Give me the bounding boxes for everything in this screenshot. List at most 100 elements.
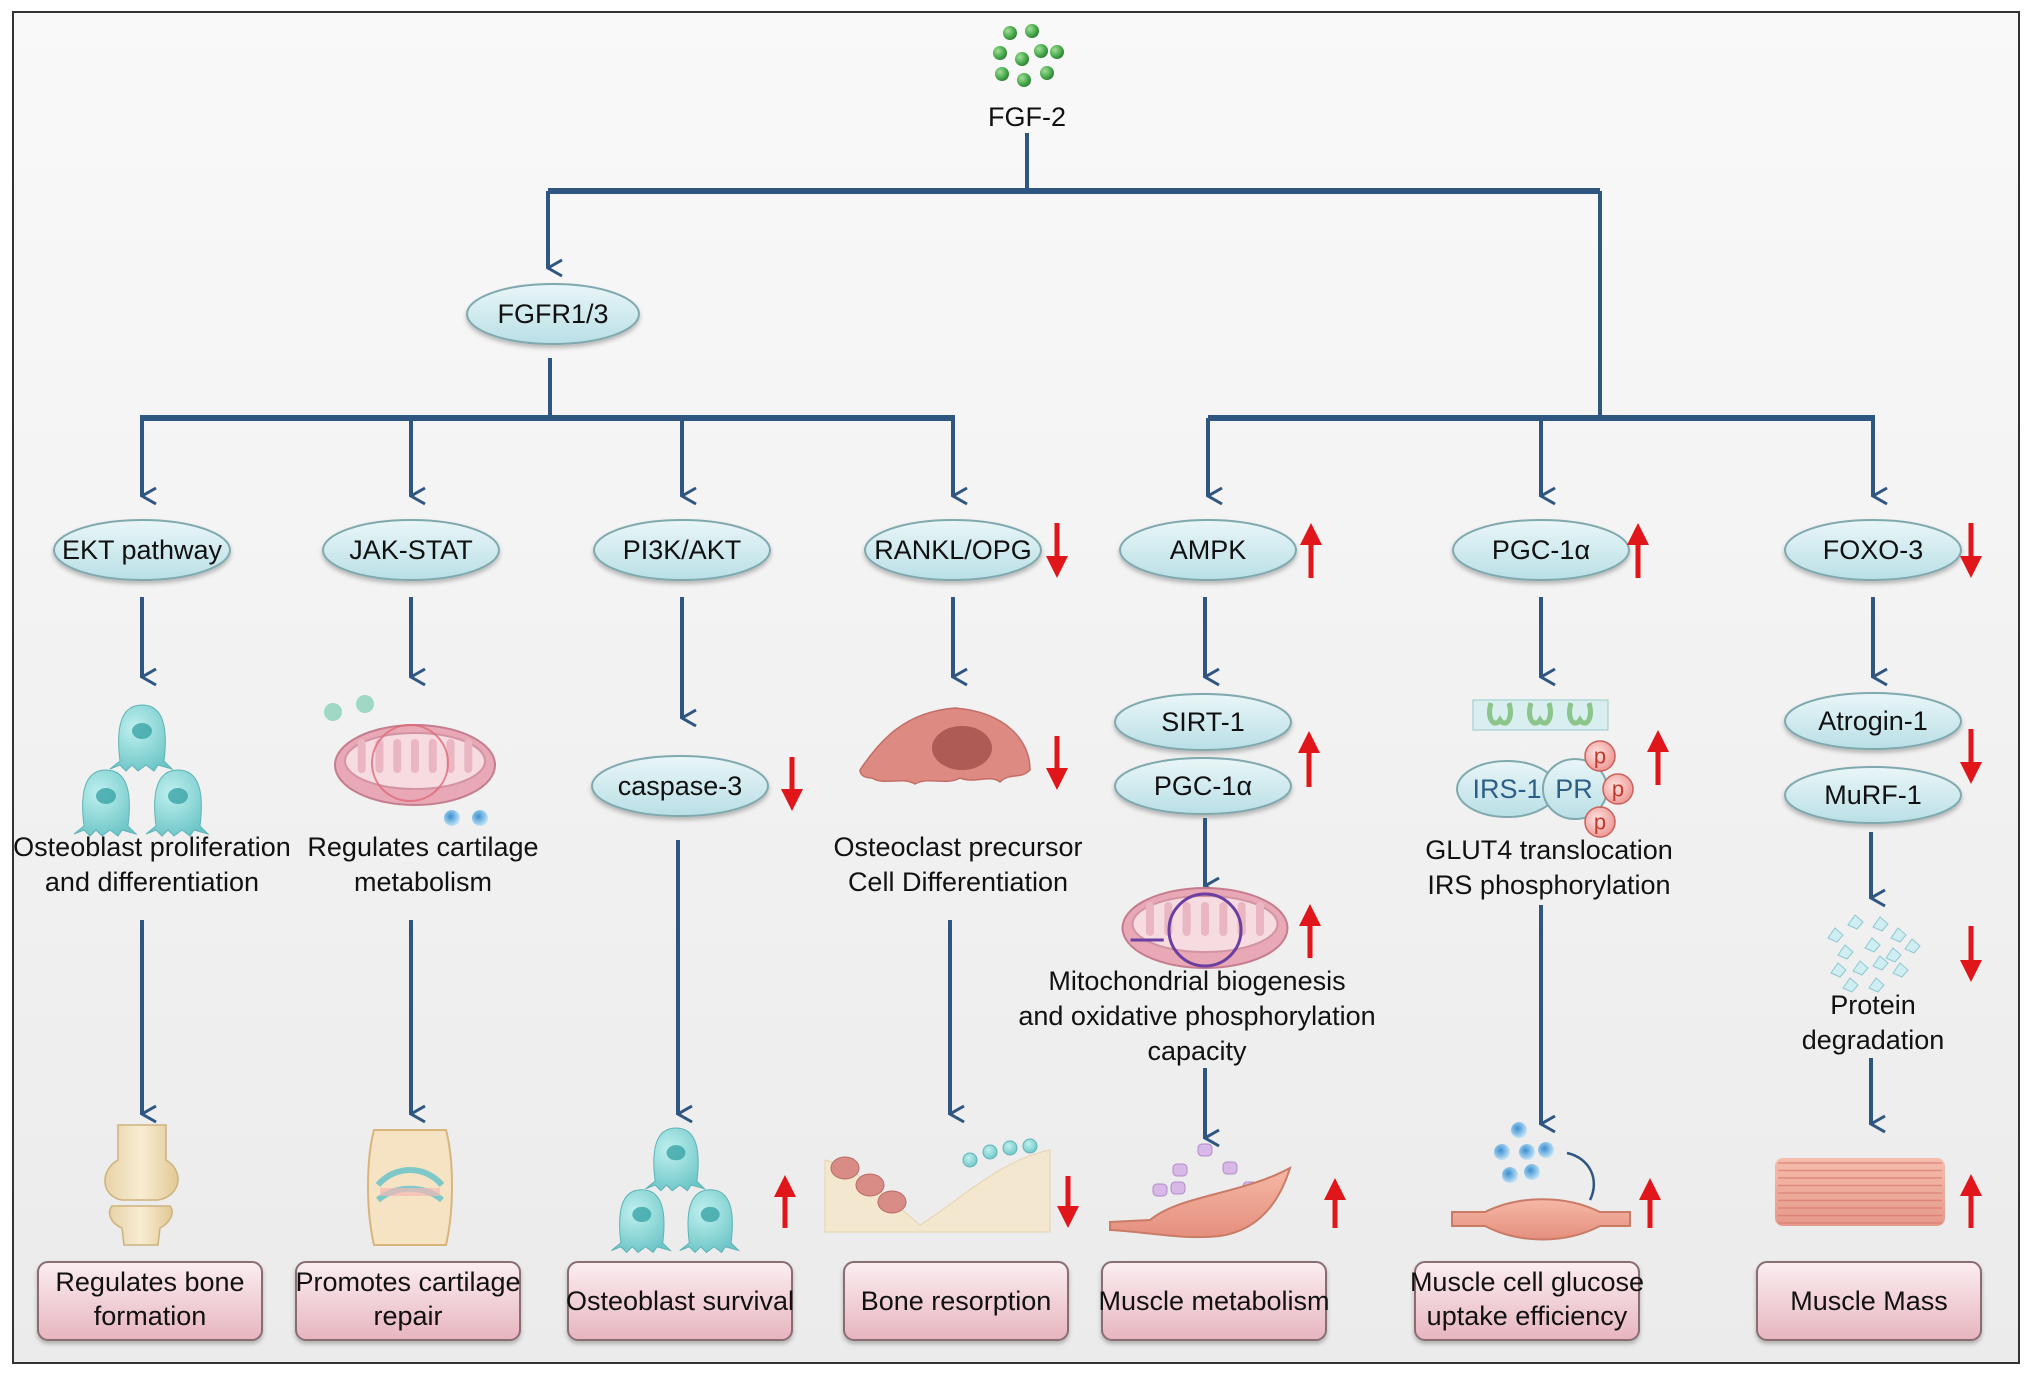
osteoblast-survival-cells-icon xyxy=(611,1127,741,1254)
outcome-label-line: Regulates bone xyxy=(55,1267,244,1297)
osteoclast xyxy=(830,1156,860,1180)
protein-fragment xyxy=(1827,927,1844,943)
glut4-transporter xyxy=(1527,702,1553,726)
node-label: EKT pathway xyxy=(62,535,223,565)
node-label: PI3K/AKT xyxy=(623,535,742,565)
arrow-head xyxy=(1627,523,1649,545)
phospho-circle xyxy=(1584,740,1616,772)
outcome-label-line: repair xyxy=(373,1301,442,1331)
description-line: metabolism xyxy=(354,867,492,897)
protein-degradation-down-arrow-icon xyxy=(1960,926,1982,982)
pathway-node-pgc[interactable]: PGC-1α xyxy=(1452,519,1630,581)
pathway-node-jak[interactable]: JAK-STAT xyxy=(322,519,500,581)
node-label: RANKL/OPG xyxy=(874,535,1032,565)
cartilage-top xyxy=(375,1167,445,1188)
intermediate-node-atrogin-1[interactable]: Atrogin-1 xyxy=(1784,692,1962,750)
pathway-node-ekt[interactable]: EKT pathway xyxy=(53,519,231,581)
arrow-head xyxy=(781,789,803,811)
glucose-molecule xyxy=(1524,1164,1540,1180)
bone-resorption-down-arrow-icon xyxy=(1057,1176,1079,1228)
phospho-label: p xyxy=(1594,810,1606,835)
outcome-box-bg xyxy=(1756,1261,1982,1341)
protein-fragment xyxy=(1830,962,1847,978)
protein-fragment xyxy=(1868,977,1885,993)
node-label: FOXO-3 xyxy=(1823,535,1924,565)
phospho-label: p xyxy=(1594,744,1606,769)
pathway-node-ampk[interactable]: AMPK xyxy=(1119,519,1297,581)
node-ellipse xyxy=(864,519,1042,581)
femur xyxy=(104,1124,179,1201)
description-line: degradation xyxy=(1802,1025,1945,1055)
fgf2-particle xyxy=(1017,73,1031,87)
node-label: PGC-1α xyxy=(1492,535,1590,565)
protein-fragment xyxy=(1864,937,1881,953)
glucose-molecule xyxy=(1519,1144,1535,1160)
mitochondrion-biogenesis-icon xyxy=(1121,887,1289,969)
node-down-arrow-icon xyxy=(1046,523,1068,578)
intermediate-node-murf-1[interactable]: MuRF-1 xyxy=(1784,766,1962,824)
outcome-label-line: uptake efficiency xyxy=(1427,1301,1628,1331)
mito-crista xyxy=(1182,902,1191,936)
pathway-node-rankl[interactable]: RANKL/OPG xyxy=(864,519,1042,581)
pathway-node-pi3k[interactable]: PI3K/AKT xyxy=(593,519,771,581)
glucose-molecule xyxy=(1538,1142,1554,1158)
fgf2-particle xyxy=(1040,66,1054,80)
node-ellipse xyxy=(593,519,771,581)
outcome-muscle-metabolism[interactable]: Muscle metabolism xyxy=(1098,1261,1330,1341)
particle xyxy=(324,703,342,721)
protein-fragment xyxy=(1837,944,1854,960)
intermediate-node-pgc-1a[interactable]: PGC-1α xyxy=(1114,757,1292,815)
fgf2-particle xyxy=(1015,52,1029,66)
outcome-label: Bone resorption xyxy=(861,1286,1052,1316)
muscle-metabolism-up-arrow-icon xyxy=(1324,1178,1346,1228)
osteoblast-small xyxy=(1002,1140,1018,1156)
pathway-node-foxo[interactable]: FOXO-3 xyxy=(1784,519,1962,581)
node-ellipse xyxy=(1114,757,1292,815)
node-ellipse xyxy=(1114,693,1292,751)
osteoclast-nucleus xyxy=(932,726,992,770)
arrow-head xyxy=(1299,904,1321,926)
osteoblast-nucleus xyxy=(632,1206,652,1223)
muscle-cell xyxy=(1109,1165,1292,1239)
fgf2-particle xyxy=(1050,45,1064,59)
node-label: AMPK xyxy=(1170,535,1247,565)
glucose-molecule xyxy=(1494,1144,1510,1160)
outcome-osteoblast-survival[interactable]: Osteoblast survival xyxy=(566,1261,794,1341)
osteoclast xyxy=(855,1173,885,1197)
glucose-uptake-up-arrow-icon xyxy=(1639,1178,1661,1228)
osteoclast-cell-icon xyxy=(859,707,1031,785)
description-line: Cell Differentiation xyxy=(848,867,1068,897)
outcome-muscle-mass[interactable]: Muscle Mass xyxy=(1756,1261,1982,1341)
node-ellipse xyxy=(591,755,769,817)
node-ellipse xyxy=(1119,519,1297,581)
pr-label: PR xyxy=(1555,774,1593,804)
outcome-bone-resorption[interactable]: Bone resorption xyxy=(843,1261,1069,1341)
fgfr13-node[interactable]: FGFR1/3 xyxy=(466,283,640,345)
protein-fragment xyxy=(1872,955,1889,971)
protein-fragment xyxy=(1852,960,1869,976)
description-line: and oxidative phosphorylation xyxy=(1018,1001,1375,1031)
outcome-box-bg xyxy=(1414,1261,1640,1341)
arrow-head xyxy=(1647,730,1669,752)
node-ellipse xyxy=(1784,692,1962,750)
glut4-transporter xyxy=(1567,702,1593,726)
metabolite xyxy=(1222,1161,1238,1175)
particle xyxy=(356,695,374,713)
synovial-space xyxy=(380,1188,440,1196)
node-label: Atrogin-1 xyxy=(1818,706,1928,736)
fgf2-particle xyxy=(993,46,1007,60)
arrow-head xyxy=(1046,768,1068,790)
intermediate-node-caspase-3[interactable]: caspase-3 xyxy=(591,755,769,817)
intermediate-node-sirt-1[interactable]: SIRT-1 xyxy=(1114,693,1292,751)
outcome-box-bg xyxy=(843,1261,1069,1341)
node-ellipse xyxy=(1784,766,1962,824)
protein-fragment xyxy=(1872,916,1889,932)
